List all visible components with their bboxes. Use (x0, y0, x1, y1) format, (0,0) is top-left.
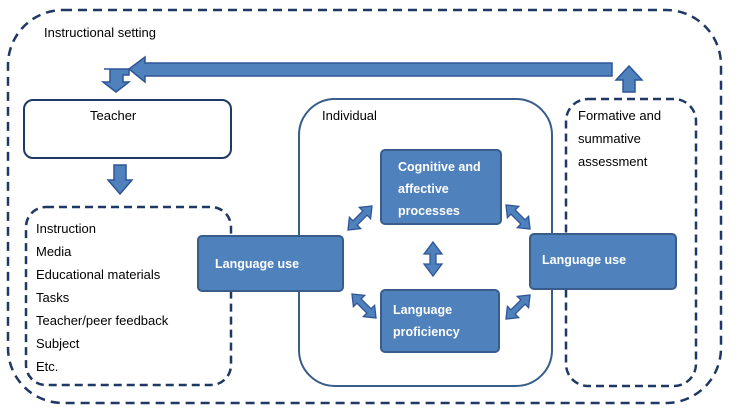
cognitive-label-line3: processes (398, 204, 460, 218)
feedback-arrow-across (127, 55, 613, 84)
teacher-inputs-box (24, 205, 233, 387)
assessment-label-line3: assessment (578, 154, 648, 169)
input-media: Media (36, 244, 72, 259)
cognitive-label-line2: affective (398, 182, 449, 196)
proficiency-label-line1: Language (393, 303, 452, 317)
instructional-setting-frame (6, 8, 723, 405)
feedback-arrow-down (100, 68, 132, 93)
language-use-left-label: Language use (215, 257, 299, 271)
input-educational-materials: Educational materials (36, 267, 161, 282)
input-etc: Etc. (36, 359, 58, 374)
instructional-setting-label: Instructional setting (44, 25, 156, 40)
language-use-right-box (529, 233, 677, 290)
arrow-proficiency-rightuse (505, 294, 531, 320)
language-use-right-label: Language use (542, 253, 626, 267)
teacher-down-arrow (106, 164, 134, 196)
language-proficiency-box (380, 289, 500, 353)
language-use-left-box (197, 235, 344, 292)
arrow-leftuse-proficiency (351, 293, 377, 319)
feedback-arrow-up (614, 64, 644, 93)
arrow-cognitive-proficiency (422, 240, 444, 278)
arrow-cognitive-rightuse (505, 204, 531, 230)
proficiency-label-line2: proficiency (393, 325, 460, 339)
input-subject: Subject (36, 336, 80, 351)
teacher-label: Teacher (90, 108, 137, 123)
assessment-label-line1: Formative and (578, 108, 661, 123)
assessment-label-line2: summative (578, 131, 641, 146)
cognitive-label-line1: Cognitive and (398, 160, 481, 174)
arrow-leftuse-cognitive (347, 205, 373, 231)
cognitive-processes-box (380, 149, 502, 225)
input-tasks: Tasks (36, 290, 70, 305)
input-teacher-peer-feedback: Teacher/peer feedback (36, 313, 169, 328)
teacher-box (23, 99, 232, 159)
input-instruction: Instruction (36, 221, 96, 236)
individual-label: Individual (322, 108, 377, 123)
